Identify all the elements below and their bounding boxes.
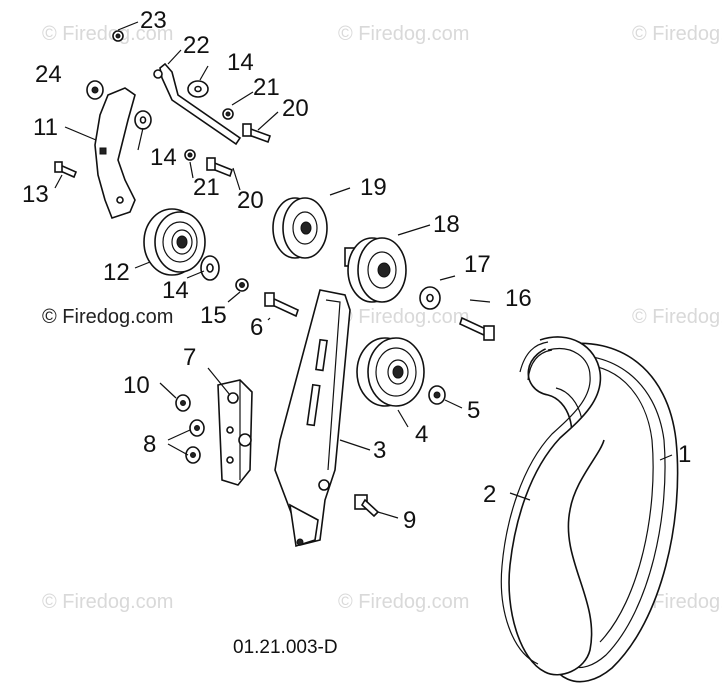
nut-part-23 bbox=[112, 30, 124, 42]
callout-21-b: 21 bbox=[193, 174, 220, 201]
callout-6: 6 bbox=[250, 314, 263, 341]
bolt-part-13 bbox=[54, 161, 78, 179]
callout-12: 12 bbox=[103, 259, 130, 286]
watermark: © Firedog.com bbox=[338, 591, 469, 613]
callout-1: 1 bbox=[678, 441, 691, 468]
callout-labels: 1 2 3 4 5 6 7 8 9 10 11 12 13 14 14 14 1… bbox=[22, 7, 691, 534]
callout-18: 18 bbox=[433, 211, 460, 238]
arm-part-11 bbox=[94, 87, 136, 219]
watermark: © Firedog.com bbox=[42, 23, 173, 45]
washer-part-17 bbox=[419, 286, 441, 310]
callout-11: 11 bbox=[33, 114, 58, 141]
callout-8: 8 bbox=[143, 431, 156, 458]
callout-15: 15 bbox=[200, 302, 227, 329]
callout-17: 17 bbox=[464, 251, 491, 278]
watermark-dark: © Firedog.com bbox=[42, 306, 173, 328]
nut-part-15 bbox=[235, 278, 249, 292]
pulley-part-19 bbox=[272, 197, 328, 259]
callout-13: 13 bbox=[22, 181, 49, 208]
washer-part-14-a bbox=[187, 80, 209, 98]
bolt-part-6 bbox=[264, 292, 299, 318]
callout-14-c: 14 bbox=[227, 49, 254, 76]
nut-part-5 bbox=[428, 385, 446, 405]
callout-21-a: 21 bbox=[253, 74, 280, 101]
rod-part-22 bbox=[153, 62, 242, 146]
bolt-part-20-b bbox=[206, 157, 233, 178]
bolt-part-16 bbox=[459, 316, 495, 341]
callout-14-a: 14 bbox=[150, 144, 177, 171]
pulley-part-4 bbox=[356, 337, 425, 407]
bracket-part-7 bbox=[217, 379, 253, 486]
diagram-code: 01.21.003-D bbox=[233, 637, 338, 658]
callout-7: 7 bbox=[183, 344, 196, 371]
idler-arm-part-3 bbox=[274, 289, 351, 548]
callout-19: 19 bbox=[360, 174, 387, 201]
callout-9: 9 bbox=[403, 507, 416, 534]
pulley-part-12 bbox=[143, 208, 206, 276]
washer-part-14-b bbox=[134, 110, 152, 130]
nut-part-21-b bbox=[184, 149, 196, 161]
washer-part-14-c bbox=[200, 255, 220, 281]
nut-part-8 bbox=[185, 419, 205, 464]
nut-part-10 bbox=[175, 394, 191, 412]
callout-5: 5 bbox=[467, 397, 480, 424]
bolt-part-20-a bbox=[242, 123, 272, 144]
watermark: © Firedog.com bbox=[338, 306, 469, 328]
bolt-part-9 bbox=[354, 494, 380, 518]
callout-10: 10 bbox=[123, 372, 150, 399]
watermark: © Firedog.com bbox=[632, 23, 722, 45]
callout-3: 3 bbox=[373, 437, 386, 464]
callout-20-a: 20 bbox=[282, 95, 309, 122]
watermark: © Firedog.com bbox=[338, 23, 469, 45]
callout-23: 23 bbox=[140, 7, 167, 34]
nut-part-21-a bbox=[222, 108, 234, 120]
watermark-layer: © Firedog.com © Firedog.com © Firedog.co… bbox=[42, 23, 722, 613]
pulley-part-18 bbox=[344, 237, 407, 303]
belt-inner-part-2 bbox=[500, 336, 605, 676]
callout-22: 22 bbox=[183, 32, 210, 59]
leader-lines bbox=[54, 21, 673, 519]
callout-14-b: 14 bbox=[162, 277, 189, 304]
callout-20-b: 20 bbox=[237, 187, 264, 214]
callout-4: 4 bbox=[415, 421, 428, 448]
callout-16: 16 bbox=[505, 285, 532, 312]
watermark: © Firedog.com bbox=[632, 306, 722, 328]
watermark: © Firedog.com bbox=[42, 591, 173, 613]
callout-24: 24 bbox=[35, 61, 62, 88]
nut-part-24 bbox=[86, 80, 104, 100]
callout-2: 2 bbox=[483, 481, 496, 508]
